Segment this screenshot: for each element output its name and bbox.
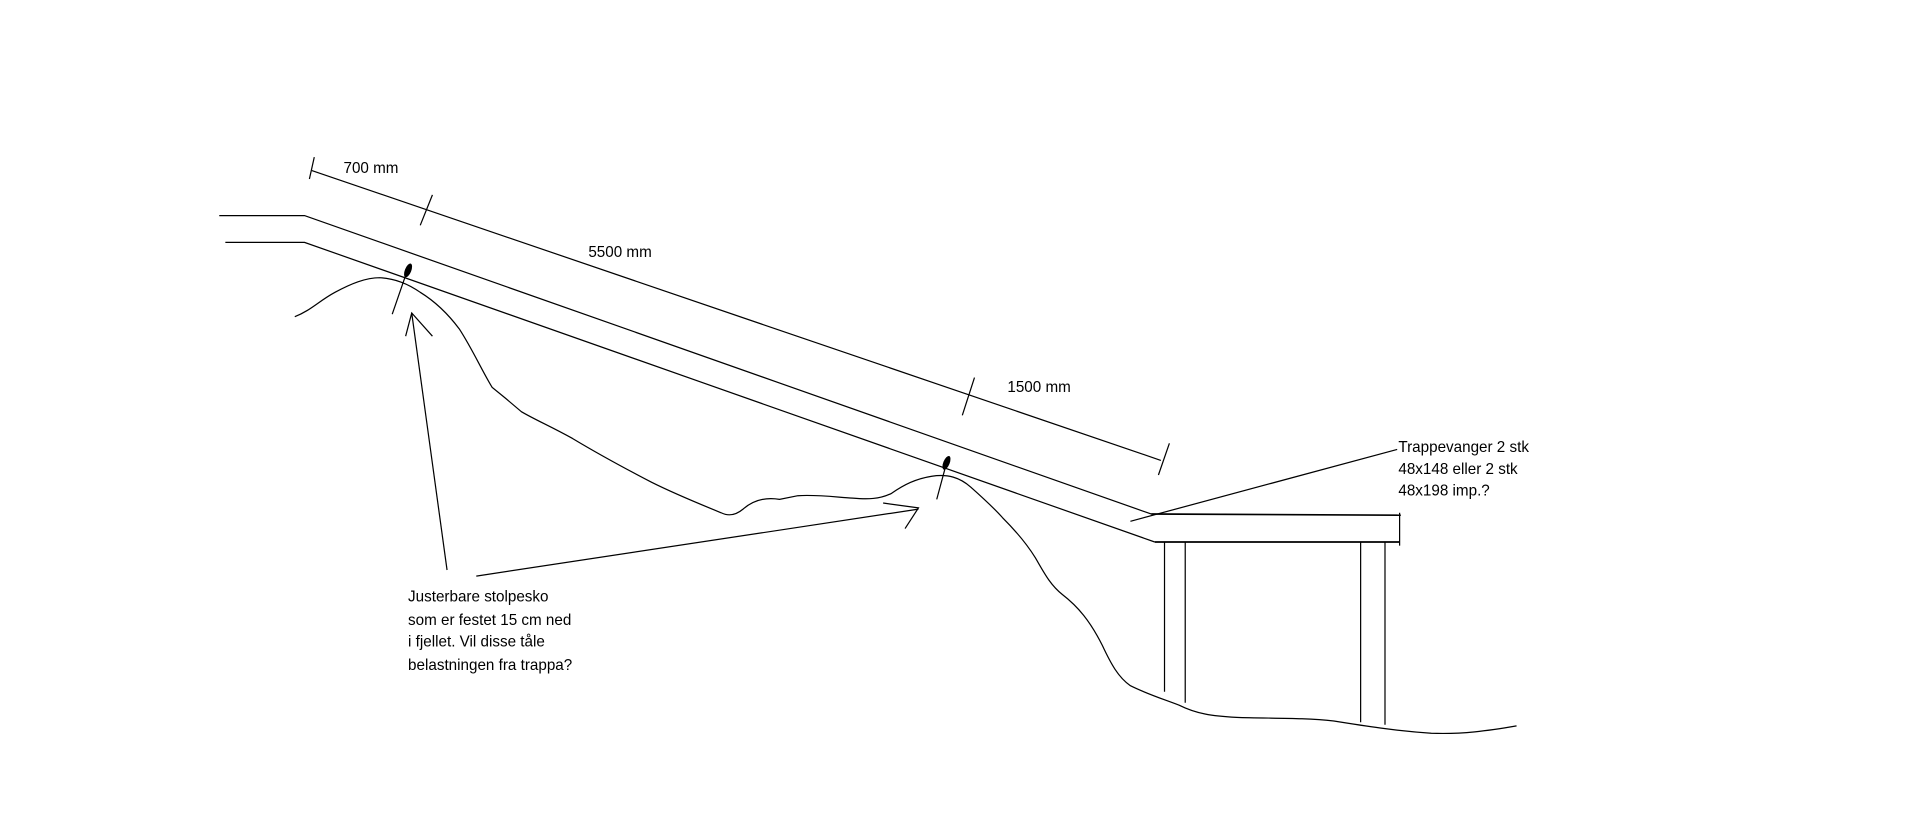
arrow-head-upper [405, 311, 433, 337]
stringer-note-line-2: 48x148 eller 2 stk [1398, 461, 1518, 478]
dimension-line [311, 169, 1162, 461]
post-shoe-upper [404, 263, 413, 278]
arrow-shaft-upper [411, 312, 448, 571]
footing-note-line-4: belastningen fra trappa? [408, 657, 572, 674]
post-shoe-lower [942, 455, 951, 470]
footing-note-line-2: som er festet 15 cm ned [408, 612, 571, 629]
dimension-tick [961, 377, 976, 416]
deck-top-edge [1151, 513, 1401, 517]
stringer-note-line-1: Trappevanger 2 stk [1398, 439, 1529, 456]
dimension-label-1500: 1500 mm [1007, 379, 1070, 396]
dimension-label-700: 700 mm [344, 160, 399, 177]
post-shoe-lower-anchor [936, 467, 946, 500]
terrain-outline [294, 277, 1517, 735]
footing-note-line-1: Justerbare stolpesko [408, 589, 548, 606]
footing-note-line-3: i fjellet. Vil disse tåle [408, 634, 545, 651]
stringer-note-line-3: 48x198 imp.? [1398, 483, 1489, 500]
stringer-top-line [219, 214, 1152, 515]
stringer-leader-line [1130, 448, 1398, 522]
dimension-tick [308, 156, 315, 180]
dimension-tick [1157, 443, 1170, 476]
arrow-head-lower [883, 502, 920, 529]
dimension-tick [419, 194, 433, 226]
stringer-bottom-line [225, 241, 1155, 543]
post-shoe-upper-anchor [391, 275, 407, 315]
arrow-shaft-lower [476, 508, 919, 577]
dimension-label-5500: 5500 mm [588, 244, 651, 261]
